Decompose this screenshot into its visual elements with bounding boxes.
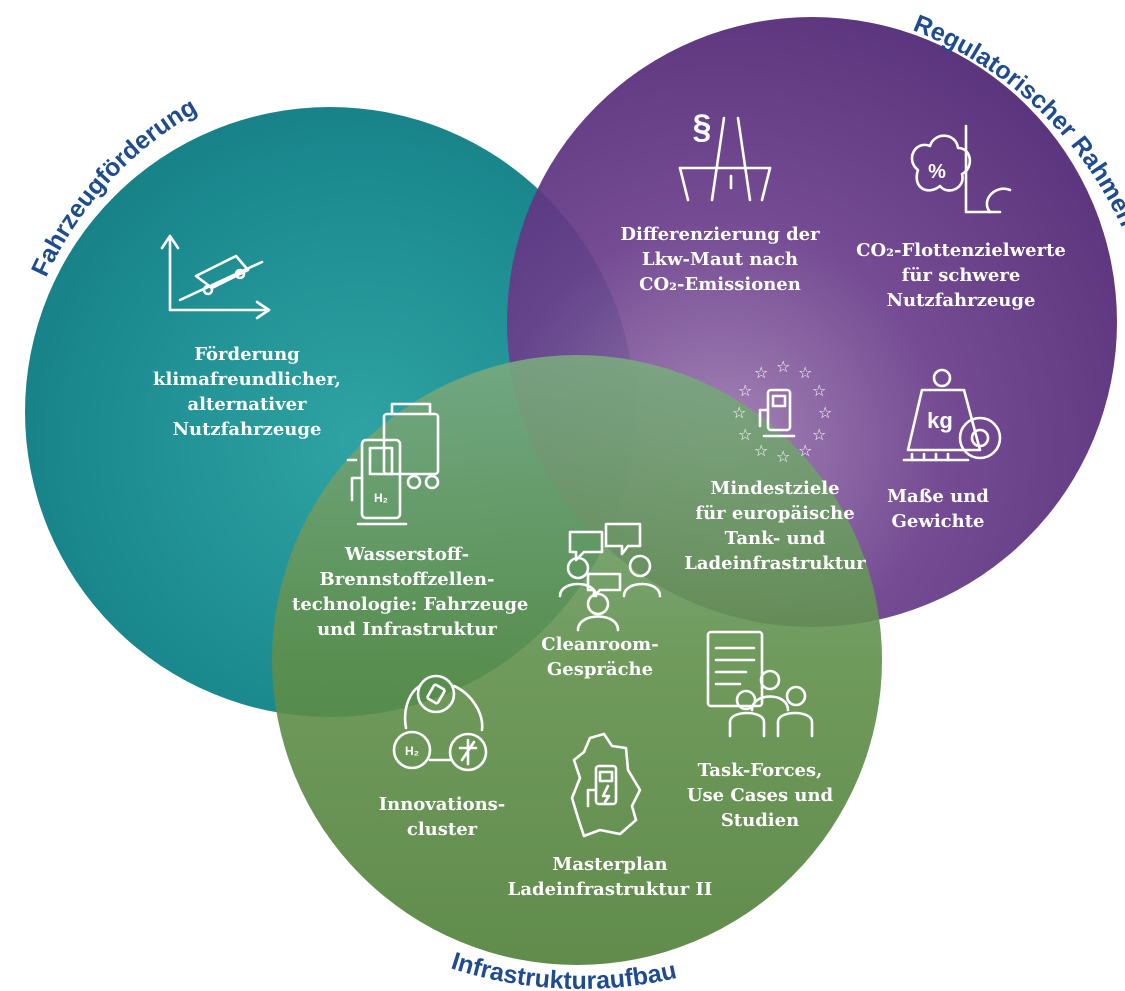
- h2-pump-truck-icon: H₂: [346, 402, 440, 526]
- weight-tape-icon: kg: [902, 368, 1002, 462]
- svg-text:H₂: H₂: [405, 744, 419, 758]
- svg-text:☆: ☆: [754, 363, 768, 382]
- svg-text:☆: ☆: [812, 381, 826, 400]
- svg-text:☆: ☆: [798, 363, 812, 382]
- document-team-icon: [706, 630, 814, 738]
- item-cleanroom: Cleanroom- Gespräche: [541, 634, 659, 680]
- svg-text:☆: ☆: [818, 403, 832, 422]
- svg-text:%: %: [928, 161, 946, 183]
- svg-text:☆: ☆: [738, 381, 752, 400]
- eu-charger-icon: ☆☆☆ ☆☆☆ ☆☆☆ ☆☆☆: [732, 357, 832, 466]
- svg-text:☆: ☆: [738, 425, 752, 444]
- highway-paragraph-icon: §: [678, 108, 772, 202]
- svg-text:kg: kg: [927, 408, 953, 433]
- item-mindestziele: Mindestziele für europäische Tank- und L…: [684, 478, 866, 574]
- circle-infrastrukturaufbau: [272, 355, 882, 965]
- cluster-cycle-icon: H₂: [392, 674, 488, 772]
- item-masse: Maße und Gewichte: [887, 486, 989, 532]
- co2-exhaust-icon: %: [910, 124, 1012, 214]
- item-taskforces: Task-Forces, Use Cases und Studien: [686, 760, 834, 831]
- discussion-group-icon: [558, 522, 662, 632]
- svg-text:☆: ☆: [732, 403, 746, 422]
- svg-text:☆: ☆: [798, 441, 812, 460]
- item-foerderung: Förderung klimafreundlicher, alternative…: [153, 344, 341, 440]
- item-innovation: Innovations- cluster: [378, 794, 506, 840]
- truck-incline-icon: [160, 234, 271, 320]
- svg-text:☆: ☆: [776, 357, 790, 376]
- item-maut: Differenzierung der Lkw-Maut nach CO₂-Em…: [620, 224, 820, 295]
- germany-charger-icon: [570, 732, 642, 838]
- svg-text:☆: ☆: [754, 441, 768, 460]
- svg-text:☆: ☆: [812, 425, 826, 444]
- svg-text:☆: ☆: [776, 447, 790, 466]
- svg-text:H₂: H₂: [374, 491, 388, 505]
- svg-text:§: §: [693, 108, 712, 146]
- item-wasserstoff: Wasserstoff- Brennstoffzellen- technolog…: [292, 544, 529, 640]
- item-flotten: CO₂-Flottenzielwerte für schwere Nutzfah…: [856, 240, 1066, 311]
- item-masterplan: Masterplan Ladeinfrastruktur II: [507, 854, 713, 900]
